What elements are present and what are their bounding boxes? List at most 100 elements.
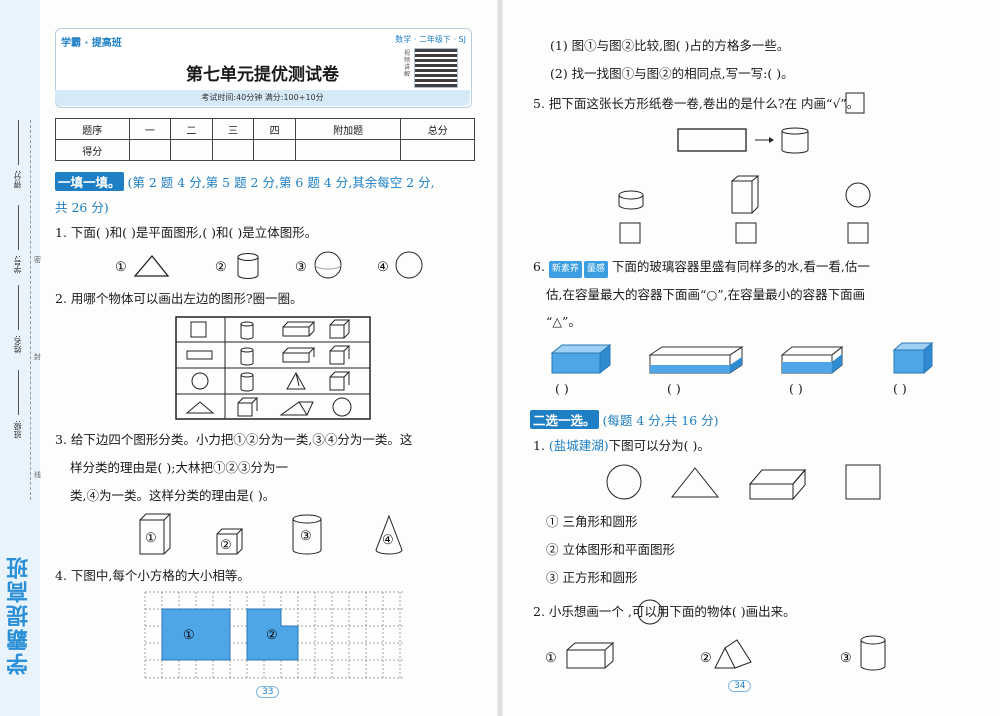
q3-line2: 样分类的理由是( );大林把①②③分为一 xyxy=(70,460,288,475)
score-table-row: 得分 xyxy=(55,139,475,161)
section2-tag: 二选一选。 xyxy=(530,410,599,429)
q4-sub1: (1) 图①与图②比较,图( )占的方格多一些。 xyxy=(550,38,790,53)
cut-word: 封 xyxy=(34,353,41,361)
cube-shape: ② xyxy=(216,528,244,555)
cube-icon xyxy=(329,345,351,365)
gutter xyxy=(497,0,503,716)
cut-word: 密 xyxy=(34,256,41,264)
c1-prefix: 1. xyxy=(533,438,549,453)
cut-line xyxy=(30,120,31,500)
q1-text: 1. 下面( )和( )是平面图形,( )和( )是立体图形。 xyxy=(55,225,318,240)
q3-label: ④ xyxy=(382,533,394,548)
binding-field-score: 得分: xyxy=(13,170,22,189)
score-cell[interactable] xyxy=(211,139,255,161)
score-table-header-row: 题序 一 二 三 四 附加题 总分 xyxy=(55,118,475,140)
score-cell[interactable] xyxy=(170,139,213,161)
right-page: (1) 图①与图②比较,图( )占的方格多一些。 (2) 找一找图①与图②的相同… xyxy=(500,0,1000,716)
container-1 xyxy=(550,343,612,375)
q3-label: ① xyxy=(145,531,157,546)
answer-box[interactable] xyxy=(619,222,641,244)
section2-heading: 二选一选。(每题 4 分,共 16 分) xyxy=(530,410,719,429)
q6-blank-3[interactable]: ( ) xyxy=(789,381,803,396)
binding-line xyxy=(18,205,19,250)
binding-field-name: 姓名: xyxy=(13,335,22,354)
pyramid-icon xyxy=(286,371,306,390)
cube-icon xyxy=(237,397,259,417)
q2-grid xyxy=(175,316,371,420)
page-title: 第七单元提优测试卷 xyxy=(186,65,339,85)
q4-grid: ① ② xyxy=(144,591,405,679)
q6-containers xyxy=(550,341,934,375)
binding-strip: 学霸提高班 得分: 学号: 姓名: 班级: 密 封 线 xyxy=(0,0,41,716)
score-header-cell: 题序 xyxy=(55,118,130,140)
answer-box[interactable] xyxy=(735,222,757,244)
cuboid-option xyxy=(566,642,615,669)
score-cell[interactable] xyxy=(400,139,475,161)
q3-line3: 类,④为一类。这样分类的理由是( )。 xyxy=(70,488,276,503)
q5-paper-roll xyxy=(677,127,809,154)
q4-label: ② xyxy=(266,628,278,643)
q6-line3: “△”。 xyxy=(546,314,581,329)
c1-option-2[interactable]: ② 立体图形和平面图形 xyxy=(546,542,675,557)
cuboid-option xyxy=(731,175,760,214)
q5-text: 5. 把下面这张长方形纸卷一卷,卷出的是什么?在 内画“√”。 xyxy=(533,96,860,111)
score-cell[interactable] xyxy=(253,139,296,161)
page-number: 33 xyxy=(256,686,280,698)
q6-line1: 6. 新素养量感 下面的玻璃容器里盛有同样多的水,看一看,估一 xyxy=(533,259,870,278)
q1-label: ② xyxy=(215,260,227,275)
c2-label: ① xyxy=(545,651,557,666)
cylinder-icon xyxy=(240,347,254,366)
c2-options: ① ② ③ xyxy=(545,635,886,671)
score-cell[interactable] xyxy=(294,139,402,161)
q3-figures: ① ② ③ ④ xyxy=(139,513,403,555)
q1-label: ④ xyxy=(377,260,389,275)
score-header-cell: 四 xyxy=(253,118,296,140)
cylinder-icon xyxy=(240,372,254,392)
triangle-shape xyxy=(133,254,170,277)
container-3 xyxy=(780,345,844,375)
sphere-option xyxy=(845,182,871,208)
q2-text: 2. 用哪个物体可以画出左边的图形?圈一圈。 xyxy=(55,291,303,306)
cuboid-shape xyxy=(748,468,807,501)
q6-text-1: 下面的玻璃容器里盛有同样多的水,看一看,估一 xyxy=(611,259,870,274)
q5-options xyxy=(618,175,871,244)
q6-blank-4[interactable]: ( ) xyxy=(893,381,907,396)
q4-sub2: (2) 找一找图①与图②的相同点,写一写:( )。 xyxy=(550,66,794,81)
left-page: 学霸提高班 得分: 学号: 姓名: 班级: 密 封 线 学霸 · 提高班 数学 … xyxy=(0,0,475,716)
cut-word: 线 xyxy=(34,471,41,479)
answer-box[interactable] xyxy=(847,222,869,244)
arrow-head-icon xyxy=(769,137,774,143)
score-header-cell: 三 xyxy=(211,118,255,140)
score-header-cell: 附加题 xyxy=(294,118,402,140)
score-header-cell: 总分 xyxy=(400,118,475,140)
c2-label: ② xyxy=(700,651,712,666)
triangle-shape xyxy=(185,401,215,414)
triangular-prism-option xyxy=(714,639,752,669)
c1-option-1[interactable]: ① 三角形和圆形 xyxy=(546,514,638,529)
cylinder-shape xyxy=(237,253,259,279)
sphere-shape xyxy=(314,251,342,279)
container-2 xyxy=(648,346,744,374)
score-cell[interactable] xyxy=(128,139,172,161)
c2-text: 2. 小乐想画一个 ,可以用下面的物体( )画出来。 xyxy=(533,604,796,619)
cylinder-option xyxy=(618,190,644,210)
cylinder-icon xyxy=(240,321,254,340)
header-grade: 数学 · 二年级下 · SJ xyxy=(395,35,466,44)
answer-box[interactable] xyxy=(845,92,865,114)
cylinder-option xyxy=(860,635,886,671)
c1-question: 下图可以分为( )。 xyxy=(608,438,710,453)
circle-shape xyxy=(191,372,209,390)
binding-line xyxy=(18,370,19,415)
c2-label: ③ xyxy=(840,651,852,666)
cube-icon xyxy=(329,319,351,339)
c1-figures xyxy=(606,464,881,501)
score-header-cell: 一 xyxy=(128,118,172,140)
binding-line xyxy=(18,285,19,330)
square-shape xyxy=(845,464,881,500)
qr-code[interactable] xyxy=(414,48,458,88)
q6-blank-2[interactable]: ( ) xyxy=(667,381,681,396)
circle-shape xyxy=(606,464,642,500)
c1-option-3[interactable]: ③ 正方形和圆形 xyxy=(546,570,638,585)
q6-blank-1[interactable]: ( ) xyxy=(555,381,569,396)
